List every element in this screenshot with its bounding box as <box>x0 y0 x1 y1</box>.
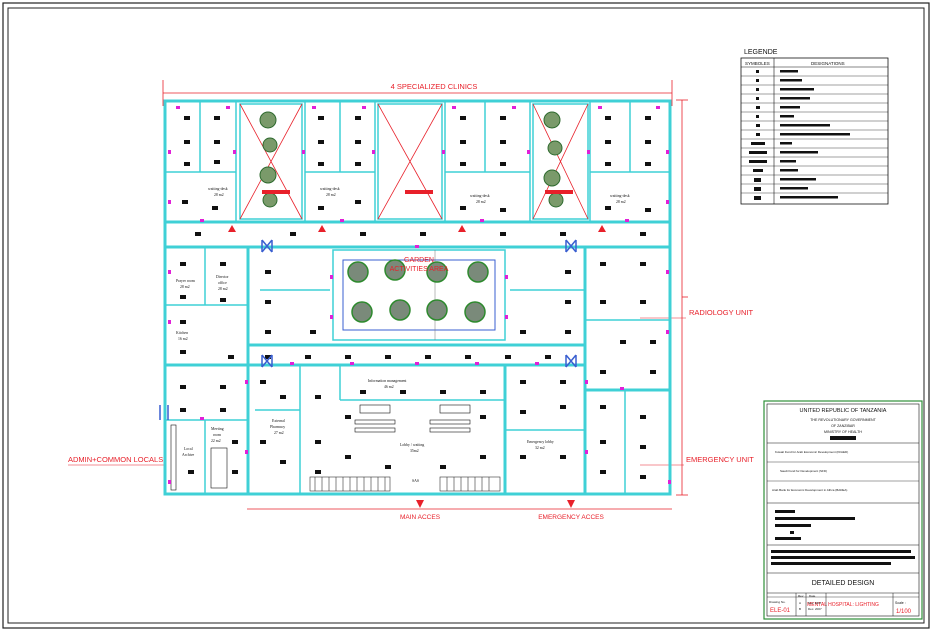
tb-fund-3: Arab Bank for Economic Development in Af… <box>772 488 847 492</box>
courtyard-3 <box>532 103 589 220</box>
tb-date-label: Date <box>809 594 816 598</box>
tb-project: MENTAL HOSPITAL: LIGHTING <box>807 602 879 608</box>
tb-rev-label: Rev. <box>798 594 804 598</box>
tb-rev-a: A <box>799 601 801 605</box>
emergency-label: EMERGENCY UNIT <box>686 455 754 464</box>
svg-text:Emergency lobby: Emergency lobby <box>527 440 554 444</box>
tb-gov-1: THE REVOLUTIONARY GOVERNMENT <box>810 418 876 422</box>
svg-text:waiting-desk: waiting-desk <box>470 194 490 198</box>
central-garden <box>332 249 506 341</box>
meeting-table <box>170 424 228 491</box>
legend: LEGENDE SYMBOLES DESIGNATIONS <box>740 49 889 205</box>
svg-text:16 m2: 16 m2 <box>178 337 188 341</box>
svg-text:27 m2: 27 m2 <box>274 431 284 435</box>
tb-scale: 1/100 <box>896 609 912 615</box>
legend-col-designations: DESIGNATIONS <box>811 61 845 66</box>
corridor-markers <box>228 225 606 232</box>
courtyard-1 <box>239 103 303 220</box>
tb-country: UNITED REPUBLIC OF TANZANIA <box>800 408 887 414</box>
svg-text:Local: Local <box>184 447 193 451</box>
svg-text:46 m2: 46 m2 <box>384 385 394 389</box>
main-access-arrow <box>416 500 424 508</box>
svg-text:Meeting: Meeting <box>211 427 224 431</box>
tb-design-stage: DETAILED DESIGN <box>812 580 875 587</box>
svg-text:32 m2: 32 m2 <box>535 446 545 450</box>
svg-text:28 m2: 28 m2 <box>326 193 336 197</box>
svg-text:35m2: 35m2 <box>410 449 419 453</box>
svg-text:SAS: SAS <box>412 479 419 483</box>
svg-text:28 m2: 28 m2 <box>214 193 224 197</box>
svg-text:Prayer room: Prayer room <box>176 279 195 283</box>
svg-text:room: room <box>213 433 221 437</box>
building-thin-walls <box>165 101 670 494</box>
main-acces-label: MAIN ACCES <box>400 514 441 521</box>
tb-date-a: Nov. 2007 <box>808 601 822 605</box>
emergency-acces-label: EMERGENCY ACCES <box>538 514 604 521</box>
svg-text:Pharmacy: Pharmacy <box>270 425 285 429</box>
svg-text:waiting-desk: waiting-desk <box>610 194 630 198</box>
tb-scale-label: Scale : <box>895 601 906 605</box>
legend-col-symbols: SYMBOLES <box>745 61 770 66</box>
svg-text:22 m2: 22 m2 <box>211 439 221 443</box>
admin-label: ADMIN+COMMON LOCALS <box>68 455 163 464</box>
svg-text:28 m2: 28 m2 <box>476 200 486 204</box>
garden-label-2: ACTIVITIES AREA <box>390 266 449 273</box>
svg-text:External: External <box>272 419 285 423</box>
svg-text:waiting-desk: waiting-desk <box>320 187 340 191</box>
svg-text:28 m2: 28 m2 <box>180 285 190 289</box>
svg-text:Kitchen: Kitchen <box>176 331 188 335</box>
top-dimension <box>162 80 673 106</box>
svg-text:Archive: Archive <box>182 453 195 457</box>
tb-date-b: Dec. 2007 <box>808 607 822 611</box>
tb-rev-b: B <box>799 607 801 611</box>
svg-text:office: office <box>218 281 227 285</box>
radiology-label: RADIOLOGY UNIT <box>689 308 753 317</box>
lobby-seating <box>354 404 471 433</box>
tb-gov-3: MINISTRY OF HEALTH <box>824 430 862 434</box>
tb-drawing-no: ELE-01 <box>770 608 791 614</box>
wall-fixtures <box>168 106 671 484</box>
title-block: UNITED REPUBLIC OF TANZANIA THE REVOLUTI… <box>763 400 923 620</box>
room-labels: waiting-desk 28 m2 waiting-desk 28 m2 wa… <box>176 187 630 483</box>
top-label: 4 SPECIALIZED CLINICS <box>391 82 478 91</box>
legend-title: LEGENDE <box>744 49 778 56</box>
tb-drawing-no-label: Drawing No. <box>769 600 786 604</box>
svg-text:28 m2: 28 m2 <box>616 200 626 204</box>
svg-text:waiting-desk: waiting-desk <box>208 187 228 191</box>
doors <box>159 239 577 420</box>
svg-text:28 m2: 28 m2 <box>218 287 228 291</box>
tb-gov-2: OF ZANZIBAR <box>831 424 855 428</box>
light-fixtures <box>180 116 656 479</box>
tb-fund-1: Kuwait Fund for Arab Economic Developmen… <box>775 450 848 454</box>
garden-label-1: GARDEN <box>404 257 434 264</box>
sheet-border-inner <box>7 7 925 624</box>
right-dimension <box>676 99 688 496</box>
courtyard-2 <box>377 103 443 220</box>
entrance-steps <box>309 476 501 492</box>
svg-text:Information management: Information management <box>368 379 407 383</box>
emergency-access-arrow <box>567 500 575 508</box>
svg-text:Director: Director <box>216 275 229 279</box>
svg-text:Lobby / waiting: Lobby / waiting <box>400 443 424 447</box>
tb-fund-2: Saudi Fund for Development (SFD) <box>780 469 827 473</box>
